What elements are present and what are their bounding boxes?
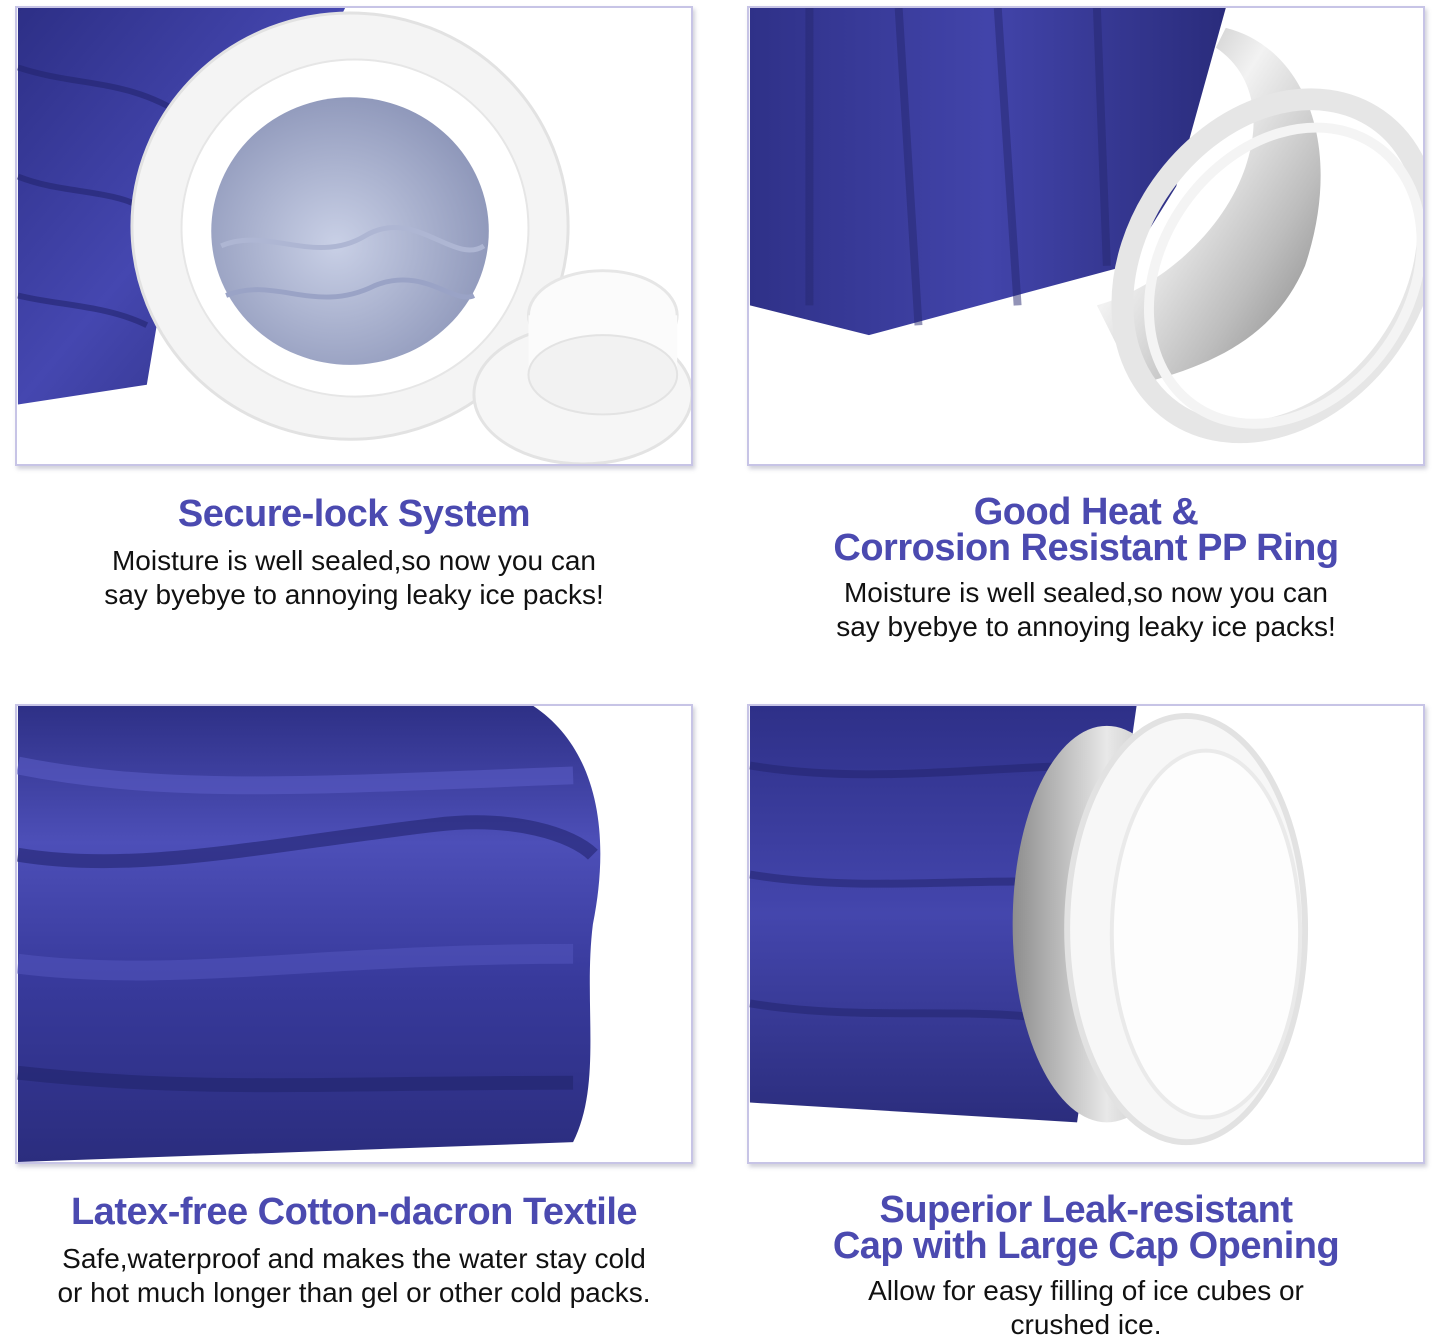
feature-image-large-cap xyxy=(747,704,1425,1164)
feature-description: Safe,waterproof and makes the water stay… xyxy=(62,1243,646,1274)
feature-caption-4: Superior Leak-resistant Cap with Large C… xyxy=(732,1189,1432,1342)
feature-description: Moisture is well sealed,so now you can xyxy=(111,545,596,576)
feature-title: Corrosion Resistant PP Ring xyxy=(833,527,1339,569)
ice-bag-cap-illustration xyxy=(749,706,1423,1162)
feature-description: say byebye to annoying leaky ice packs! xyxy=(104,579,604,610)
feature-title: Secure-lock System xyxy=(177,493,531,535)
ice-bag-ring-illustration xyxy=(749,8,1423,464)
feature-description: Moisture is well sealed,so now you can xyxy=(843,577,1328,608)
feature-description: crushed ice. xyxy=(1010,1309,1162,1340)
ice-bag-fabric-illustration xyxy=(17,706,691,1162)
feature-description: Allow for easy filling of ice cubes or xyxy=(868,1275,1304,1306)
feature-caption-1: Secure-lock System Moisture is well seal… xyxy=(0,493,708,612)
feature-image-pp-ring xyxy=(747,6,1425,466)
feature-title: Latex-free Cotton-dacron Textile xyxy=(70,1191,638,1233)
feature-description: or hot much longer than gel or other col… xyxy=(57,1277,651,1308)
feature-caption-2: Good Heat & Corrosion Resistant PP Ring … xyxy=(732,491,1432,644)
feature-description: say byebye to annoying leaky ice packs! xyxy=(836,611,1336,642)
feature-caption-3: Latex-free Cotton-dacron Textile Safe,wa… xyxy=(0,1191,708,1310)
feature-title: Superior Leak-resistant xyxy=(879,1189,1293,1231)
feature-title: Good Heat & xyxy=(973,491,1199,533)
feature-title: Cap with Large Cap Opening xyxy=(832,1225,1340,1267)
feature-image-textile xyxy=(15,704,693,1164)
ice-bag-open-illustration xyxy=(17,8,691,464)
feature-image-secure-lock xyxy=(15,6,693,466)
